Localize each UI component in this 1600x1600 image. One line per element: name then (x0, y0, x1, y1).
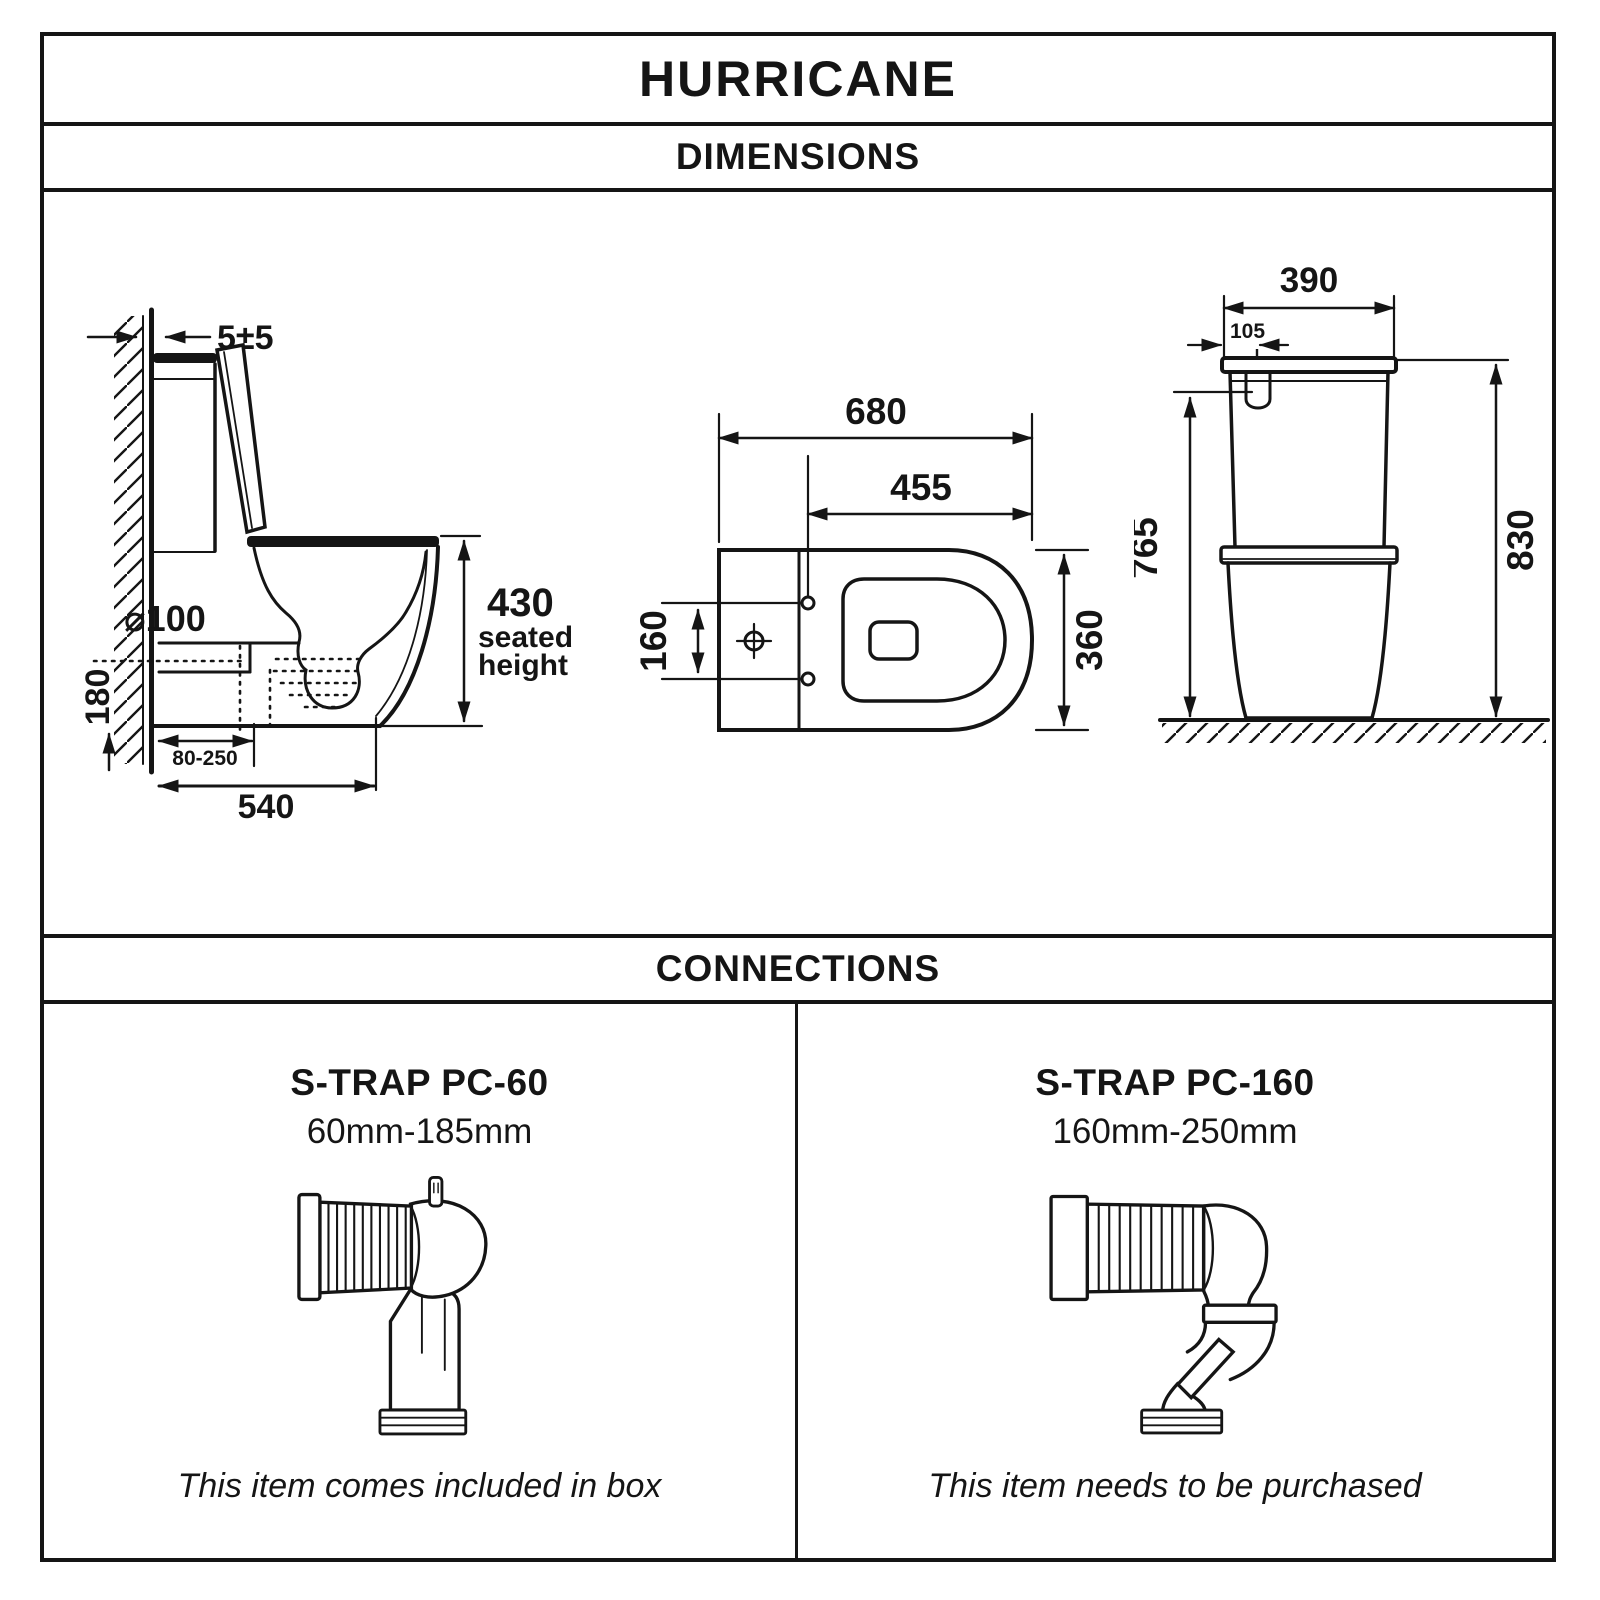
s-trap-pc60-drawing (296, 1176, 487, 1436)
connection-purchased-range: 160mm-250mm (1052, 1112, 1298, 1151)
wall (114, 307, 154, 775)
dimensions-section-header: DIMENSIONS (44, 126, 1552, 192)
connection-included-cell: S-TRAP PC-60 60mm-185mm (44, 1004, 798, 1558)
top-view-drawing: 680 455 160 360 (633, 391, 1110, 732)
total-length-label: 680 (845, 391, 907, 432)
connection-purchased-cell: S-TRAP PC-160 160mm-250mm (798, 1004, 1552, 1558)
seated-height-dimension: 430 seated height (380, 534, 573, 728)
total-depth-dimension: 540 (157, 716, 378, 820)
overall-height-dimension: 830 (1394, 358, 1541, 718)
seat-length-dimension: 455 (806, 454, 1034, 598)
total-length-dimension: 680 (717, 391, 1034, 544)
seated-height-word1: seated (478, 621, 573, 654)
connection-purchased-note: This item needs to be purchased (928, 1467, 1422, 1505)
connection-included-title: S-TRAP PC-60 (290, 1062, 549, 1103)
fixing-centres-dimension: 160 (633, 601, 802, 681)
pan-width-dimension: 360 (1034, 548, 1110, 732)
s-trap-pc160-drawing (1049, 1194, 1278, 1435)
seated-height-word2: height (478, 649, 568, 682)
inlet-offset-label: 105 (1230, 320, 1265, 343)
pan-top-outline (717, 548, 1035, 732)
toilet-front-outline (1219, 356, 1399, 720)
height-to-inlet-dimension: 765 (1134, 390, 1254, 718)
page-title: HURRICANE (44, 36, 1552, 126)
total-depth-label: 540 (238, 788, 295, 820)
fixing-centres-label: 160 (633, 610, 674, 672)
outlet-range-label: 80-250 (172, 747, 237, 770)
cistern-width-label: 390 (1280, 261, 1338, 300)
connection-included-range: 60mm-185mm (306, 1112, 533, 1151)
connections-section-header: CONNECTIONS (44, 938, 1552, 1004)
outlet-range-dimension: 80-250 (157, 722, 256, 770)
connection-purchased-title: S-TRAP PC-160 (1035, 1062, 1315, 1103)
inlet-offset-dimension: 105 (1186, 320, 1290, 371)
side-view-drawing: 5±5 (79, 307, 573, 820)
front-view-drawing: 390 105 (1134, 261, 1550, 743)
seated-height-value: 430 (487, 581, 554, 625)
cistern-width-dimension: 390 (1222, 261, 1396, 360)
seat-length-label: 455 (890, 467, 952, 508)
trap-diameter-label: ⌀100 (124, 598, 206, 639)
spec-sheet: HURRICANE DIMENSIONS 5±5 (40, 32, 1556, 1562)
connection-included-note: This item comes included in box (177, 1467, 662, 1505)
dimensions-panel: 5±5 (44, 192, 1552, 938)
floor (1158, 718, 1550, 743)
s-trap-pc60-shape (296, 1176, 487, 1436)
s-trap-pc160-shape (1049, 1194, 1278, 1435)
toilet-side-outline (92, 342, 440, 734)
outlet-height-label: 180 (79, 669, 117, 726)
outlet-height-dimension: 180 (79, 669, 117, 772)
connections-panel: S-TRAP PC-60 60mm-185mm (44, 1004, 1552, 1558)
height-to-inlet-label: 765 (1134, 517, 1165, 579)
overall-height-label: 830 (1500, 509, 1541, 571)
pan-width-label: 360 (1069, 609, 1110, 671)
